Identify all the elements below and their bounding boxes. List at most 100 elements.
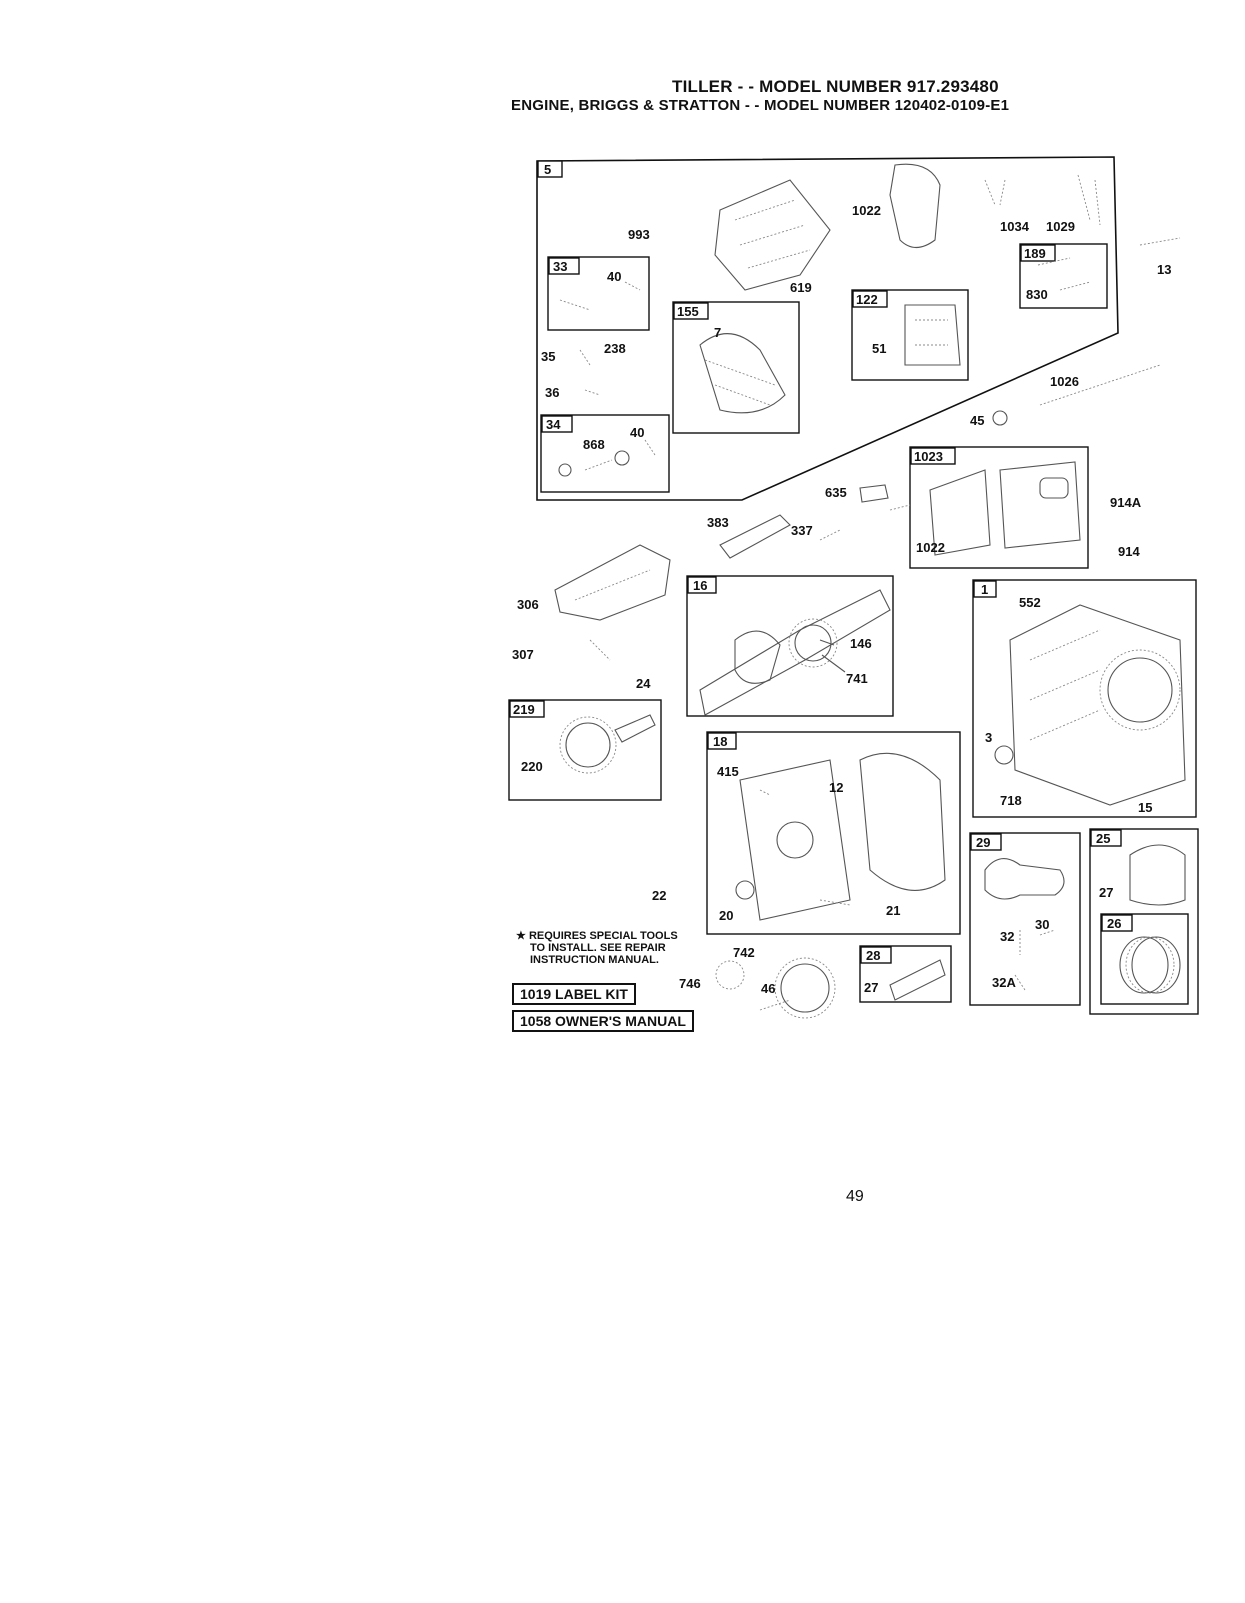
group-26-box — [1100, 913, 1189, 1005]
callout-914: 914 — [1118, 544, 1140, 559]
callout-635: 635 — [825, 485, 847, 500]
note-line-3: INSTRUCTION MANUAL. — [530, 954, 659, 966]
callout-1022-a: 1022 — [852, 203, 881, 218]
part-sketches — [554, 163, 1186, 1019]
callout-914A: 914A — [1110, 495, 1142, 510]
callout-30: 30 — [1035, 917, 1049, 932]
callout-35: 35 — [541, 349, 555, 364]
note-line-2: TO INSTALL. SEE REPAIR — [530, 942, 666, 954]
group-1-number: 1 — [981, 582, 988, 597]
callout-3: 3 — [985, 730, 992, 745]
group-1-box — [972, 579, 1197, 818]
group-18-box — [706, 731, 961, 935]
callout-27-b: 27 — [1099, 885, 1113, 900]
group-34-box — [540, 414, 670, 493]
callout-146: 146 — [850, 636, 872, 651]
callout-1026: 1026 — [1050, 374, 1079, 389]
note-line-1: REQUIRES SPECIAL TOOLS — [528, 930, 678, 942]
group-25-tag: 25 — [1090, 829, 1122, 847]
callout-46: 46 — [761, 981, 775, 996]
special-tools-note: ★ REQUIRES SPECIAL TOOLS TO INSTALL. SEE… — [516, 930, 678, 966]
callout-32A: 32A — [992, 975, 1016, 990]
group-25-number: 25 — [1096, 831, 1110, 846]
callout-619: 619 — [790, 280, 812, 295]
diagram-title: TILLER - - MODEL NUMBER 917.293480 — [672, 77, 999, 96]
callout-1034: 1034 — [1000, 219, 1030, 234]
callout-labels: 993 40 238 35 36 868 40 7 619 1022 51 10… — [512, 203, 1171, 996]
callout-20: 20 — [719, 908, 733, 923]
group-34-number: 34 — [546, 417, 561, 432]
group-33-number: 33 — [553, 259, 567, 274]
group-29-tag: 29 — [970, 833, 1002, 851]
callout-220: 220 — [521, 759, 543, 774]
callout-1029: 1029 — [1046, 219, 1075, 234]
group-28-number: 28 — [866, 948, 880, 963]
label-kit-box: 1019 LABEL KIT — [512, 983, 636, 1005]
group-122-number: 122 — [856, 292, 878, 307]
group-1-tag: 1 — [973, 580, 997, 598]
group-18-tag: 18 — [707, 732, 737, 750]
group-122-box — [851, 289, 969, 381]
callout-415: 415 — [717, 764, 739, 779]
group-122-tag: 122 — [852, 290, 888, 308]
callout-36: 36 — [545, 385, 559, 400]
group-189-tag: 189 — [1020, 244, 1056, 262]
group-29-box — [969, 832, 1081, 1006]
group-189-box — [1019, 243, 1108, 309]
group-26-number: 26 — [1107, 916, 1121, 931]
group-33-box — [547, 256, 650, 331]
group-1023-box — [909, 446, 1089, 569]
callout-45: 45 — [970, 413, 984, 428]
group-26-tag: 26 — [1101, 914, 1133, 932]
group-219-tag: 219 — [509, 700, 545, 718]
group-28-tag: 28 — [860, 946, 892, 964]
group-155-number: 155 — [677, 304, 699, 319]
callout-746: 746 — [679, 976, 701, 991]
callout-27-a: 27 — [864, 980, 878, 995]
group-16-number: 16 — [693, 578, 707, 593]
callout-718: 718 — [1000, 793, 1022, 808]
group-219-number: 219 — [513, 702, 535, 717]
callout-13: 13 — [1157, 262, 1171, 277]
callout-24: 24 — [636, 676, 651, 691]
group-18-number: 18 — [713, 734, 727, 749]
group-1023-tag: 1023 — [910, 447, 956, 465]
group-155-tag: 155 — [673, 302, 709, 320]
callout-32: 32 — [1000, 929, 1014, 944]
callout-238: 238 — [604, 341, 626, 356]
group-25-box — [1089, 828, 1199, 1015]
callout-12: 12 — [829, 780, 843, 795]
callout-51: 51 — [872, 341, 886, 356]
callout-15: 15 — [1138, 800, 1152, 815]
engine-subtitle: ENGINE, BRIGGS & STRATTON - - MODEL NUMB… — [511, 97, 1010, 114]
group-219-box — [508, 699, 662, 801]
callout-383: 383 — [707, 515, 729, 530]
group-34-tag: 34 — [541, 415, 573, 433]
callout-40-a: 40 — [607, 269, 621, 284]
callout-868: 868 — [583, 437, 605, 452]
callout-307: 307 — [512, 647, 534, 662]
group-5-tag: 5 — [537, 160, 563, 178]
callout-741: 741 — [846, 671, 868, 686]
callout-40-b: 40 — [630, 425, 644, 440]
callout-1022-b: 1022 — [916, 540, 945, 555]
callout-21: 21 — [886, 903, 900, 918]
star-icon: ★ — [516, 930, 526, 942]
group-5-number: 5 — [544, 162, 551, 177]
group-189-number: 189 — [1024, 246, 1046, 261]
group-29-number: 29 — [976, 835, 990, 850]
group-28-box — [859, 945, 952, 1003]
group-16-box — [686, 575, 894, 717]
callout-993: 993 — [628, 227, 650, 242]
group-16-tag: 16 — [687, 576, 717, 594]
callout-22: 22 — [652, 888, 666, 903]
group-1023-number: 1023 — [914, 449, 943, 464]
callout-830: 830 — [1026, 287, 1048, 302]
callout-337: 337 — [791, 523, 813, 538]
callout-7: 7 — [714, 325, 721, 340]
callout-552: 552 — [1019, 595, 1041, 610]
page-number: 49 — [846, 1188, 864, 1205]
group-33-tag: 33 — [548, 257, 580, 275]
owners-manual-box: 1058 OWNER'S MANUAL — [512, 1010, 694, 1032]
